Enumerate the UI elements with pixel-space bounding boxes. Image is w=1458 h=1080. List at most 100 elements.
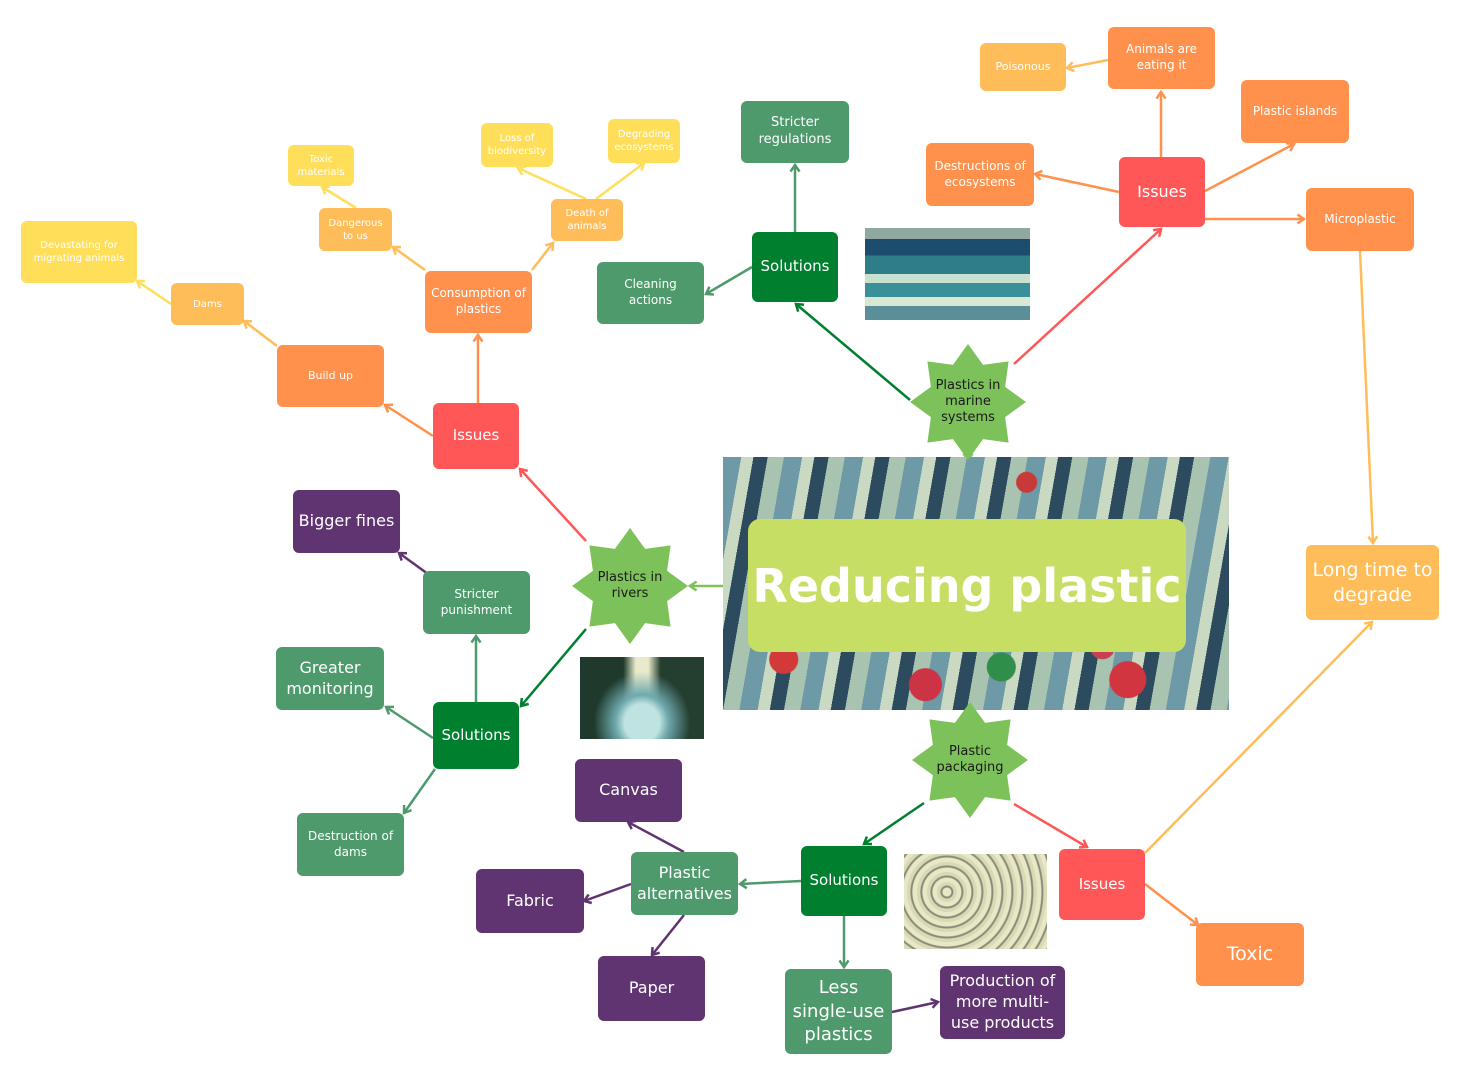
destructions-of-ecosystems-node[interactable]: Destructions of ecosystems: [926, 143, 1034, 206]
arrowhead-icon: [1155, 89, 1167, 100]
marine-solutions-node[interactable]: Solutions: [752, 232, 838, 302]
stricter-punishment-node[interactable]: Stricter punishment: [423, 571, 530, 634]
build-up-node[interactable]: Build up: [277, 345, 384, 407]
arrowhead-icon: [402, 804, 412, 815]
degrading-ecosystems-node[interactable]: Degrading ecosystems: [608, 119, 680, 163]
arrowhead-icon: [519, 697, 530, 708]
arrowhead-icon: [650, 946, 661, 957]
arrowhead-icon: [1152, 227, 1163, 238]
plastic-islands-node[interactable]: Plastic islands: [1241, 80, 1349, 143]
arrowhead-icon: [704, 286, 715, 296]
arrowhead-icon: [135, 279, 146, 289]
forest-river-photo: [580, 657, 704, 739]
devastating-for-migrating-animals-node[interactable]: Devastating for migrating animals: [21, 221, 137, 283]
arrowhead-icon: [1078, 839, 1089, 849]
packing-peanuts-photo: [904, 854, 1047, 949]
arrowhead-icon: [397, 551, 408, 561]
river-solutions-node[interactable]: Solutions: [433, 702, 519, 769]
octagram-shape: [912, 702, 1028, 818]
arrowhead-icon: [320, 185, 331, 195]
topic-label: Plastics in rivers: [597, 569, 663, 601]
paper-node[interactable]: Paper: [598, 956, 705, 1021]
arrowhead-icon: [1064, 61, 1075, 73]
packaging-solutions-node[interactable]: Solutions: [801, 846, 887, 916]
arrowhead-icon: [1285, 141, 1296, 152]
multi-use-products-node[interactable]: Production of more multi- use products: [940, 966, 1065, 1039]
toxic-node[interactable]: Toxic: [1196, 923, 1304, 986]
canvas-node[interactable]: Canvas: [575, 759, 682, 822]
plastic-alternatives-node[interactable]: Plastic alternatives: [631, 852, 738, 915]
poisonous-node[interactable]: Poisonous: [980, 43, 1066, 91]
arrow-solutions-to-cleaning-actions: [705, 265, 753, 296]
arrow-solutions-to-destruction-dams: [402, 768, 437, 814]
consumption-of-plastics-node[interactable]: Consumption of plastics: [425, 271, 532, 333]
arrow-issues-to-long-time: [1144, 621, 1373, 854]
arrowhead-icon: [737, 878, 748, 890]
topic-plastics-in-rivers[interactable]: Plastics in rivers: [572, 528, 688, 644]
arrow-marine-to-solutions: [795, 303, 911, 401]
arrow-microplastic-to-long-time: [1358, 250, 1375, 544]
arrow-marine-to-issues: [1013, 228, 1162, 365]
arrow-consumption-to-dangerous: [392, 245, 426, 272]
arrowhead-icon: [794, 302, 805, 313]
bigger-fines-node[interactable]: Bigger fines: [293, 490, 400, 553]
arrowhead-icon: [391, 245, 402, 255]
arrow-death-animals-to-degrading: [595, 162, 645, 200]
animals-eating-it-node[interactable]: Animals are eating it: [1108, 27, 1215, 89]
topic-label: Plastic packaging: [936, 743, 1004, 775]
stricter-regulations-node[interactable]: Stricter regulations: [741, 101, 849, 163]
octagram-shape: [910, 344, 1026, 460]
arrow-issues-to-plastic-islands: [1204, 142, 1295, 193]
arrowhead-icon: [635, 161, 646, 171]
arrowhead-icon: [515, 165, 527, 176]
topic-plastic-packaging[interactable]: Plastic packaging: [912, 702, 1028, 818]
arrow-packaging-to-solutions: [863, 801, 925, 846]
arrowhead-icon: [930, 997, 941, 1009]
arrowhead-icon: [1296, 213, 1307, 225]
octagram-shape: [572, 528, 688, 644]
arrow-death-animals-to-loss-biodiversity: [517, 166, 587, 201]
greater-monitoring-node[interactable]: Greater monitoring: [276, 647, 384, 710]
arrow-rivers-to-issues: [519, 468, 587, 542]
loss-of-biodiversity-node[interactable]: Loss of biodiversity: [481, 123, 553, 167]
river-issues-node[interactable]: Issues: [433, 403, 519, 469]
packaging-issues-node[interactable]: Issues: [1059, 849, 1145, 920]
arrow-alternatives-to-fabric: [583, 882, 632, 903]
arrow-dams-to-devastating: [136, 279, 172, 306]
arrow-consumption-to-death-animals: [531, 242, 554, 271]
less-single-use-plastics-node[interactable]: Less single-use plastics: [785, 969, 892, 1054]
arrowhead-icon: [687, 580, 698, 592]
arrow-animals-eating-to-poisonous: [1066, 58, 1109, 70]
marine-issues-node[interactable]: Issues: [1119, 157, 1205, 227]
dams-node[interactable]: Dams: [171, 283, 244, 325]
arrowhead-icon: [383, 403, 394, 413]
long-time-to-degrade-node[interactable]: Long time to degrade: [1306, 545, 1439, 620]
arrowhead-icon: [472, 332, 484, 343]
arrow-solutions-to-plastic-alternatives: [739, 879, 802, 886]
arrowhead-icon: [1367, 535, 1379, 546]
arrowhead-icon: [862, 836, 873, 846]
toxic-materials-node[interactable]: Toxic materials: [288, 145, 354, 186]
arrow-solutions-to-greater-monitoring: [385, 705, 434, 740]
arrow-stricter-punishment-to-bigger-fines: [398, 551, 429, 576]
death-of-animals-node[interactable]: Death of animals: [551, 199, 623, 241]
microplastic-node[interactable]: Microplastic: [1306, 188, 1414, 251]
cleaning-actions-node[interactable]: Cleaning actions: [597, 262, 704, 324]
arrowhead-icon: [384, 705, 395, 715]
arrow-issues-to-destructions: [1034, 172, 1120, 194]
destruction-of-dams-node[interactable]: Destruction of dams: [297, 813, 404, 876]
arrow-issues-to-build-up: [384, 403, 434, 438]
arrow-rivers-to-solutions: [520, 628, 587, 707]
central-title: Reducing plastic: [748, 519, 1186, 652]
dangerous-to-us-node[interactable]: Dangerous to us: [319, 208, 392, 251]
arrow-packaging-to-issues: [1013, 802, 1088, 849]
topic-plastics-in-marine-systems[interactable]: Plastics in marine systems: [910, 344, 1026, 460]
arrowhead-icon: [581, 893, 593, 905]
arrowhead-icon: [518, 467, 529, 478]
arrow-alternatives-to-paper: [651, 914, 685, 956]
arrow-alternatives-to-canvas: [627, 820, 685, 854]
arrow-less-single-use-to-multi-use: [891, 1000, 939, 1014]
arrow-dangerous-to-toxic-materials: [321, 185, 357, 210]
fabric-node[interactable]: Fabric: [476, 869, 584, 933]
arrowhead-icon: [470, 633, 482, 644]
